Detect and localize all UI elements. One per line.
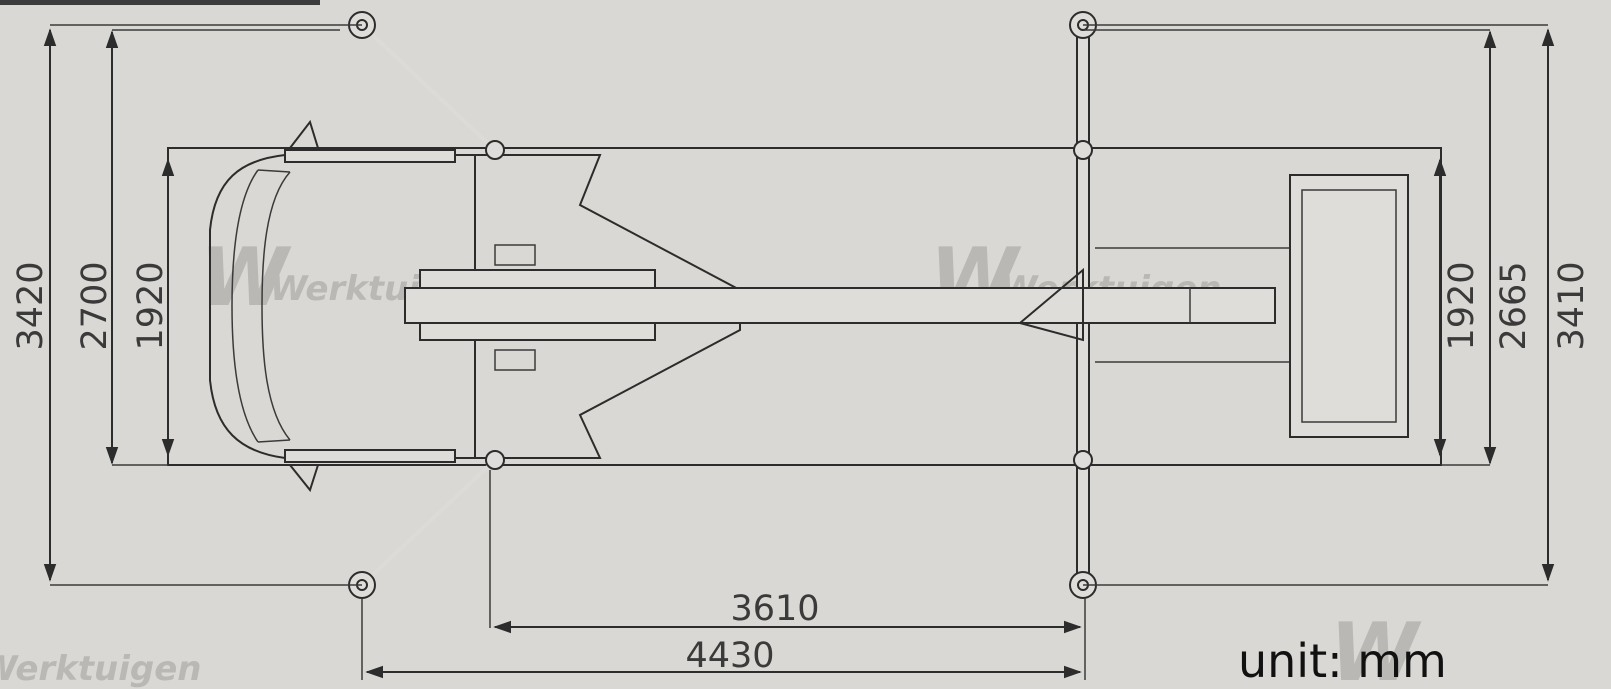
dim-label-left-mid: 2700 bbox=[75, 261, 115, 350]
cab-roof-rail-top bbox=[284, 149, 456, 163]
mirror-right bbox=[289, 464, 319, 493]
dimension-left: 3420 2700 1920 bbox=[11, 24, 362, 586]
top-edge-strip bbox=[0, 0, 320, 5]
boom bbox=[404, 247, 1290, 363]
dim-label-right-mid: 2665 bbox=[1494, 261, 1534, 350]
mirror-left bbox=[289, 119, 319, 149]
cab-roof-rail-bottom bbox=[284, 449, 456, 463]
platform-basket bbox=[1289, 174, 1409, 438]
cab bbox=[209, 119, 476, 493]
basket-inner bbox=[1301, 189, 1397, 423]
basket-outer bbox=[1289, 174, 1409, 438]
dim-label-bottom-long: 4430 bbox=[685, 636, 774, 676]
dimension-bottom: 3610 4430 bbox=[361, 470, 1086, 680]
watermark-w-bottom-right: W bbox=[1330, 606, 1422, 689]
dimension-right: 1920 2665 3410 bbox=[1083, 24, 1592, 586]
dim-label-right-inner: 1920 bbox=[1442, 261, 1482, 350]
watermark-bottom-left: Werktuigen bbox=[0, 649, 201, 689]
dim-label-left-inner: 1920 bbox=[131, 261, 171, 350]
windshield-inner bbox=[261, 171, 291, 441]
dim-label-left-outer: 3420 bbox=[11, 261, 51, 350]
boom-arm bbox=[404, 287, 1276, 324]
unit-label: unit: mm bbox=[1238, 634, 1447, 688]
windshield-outer bbox=[231, 169, 259, 443]
cab-outline bbox=[209, 154, 476, 459]
watermark-w-left: W bbox=[200, 231, 292, 324]
dim-label-bottom-short: 3610 bbox=[730, 589, 819, 629]
dim-label-right-outer: 3410 bbox=[1552, 261, 1592, 350]
